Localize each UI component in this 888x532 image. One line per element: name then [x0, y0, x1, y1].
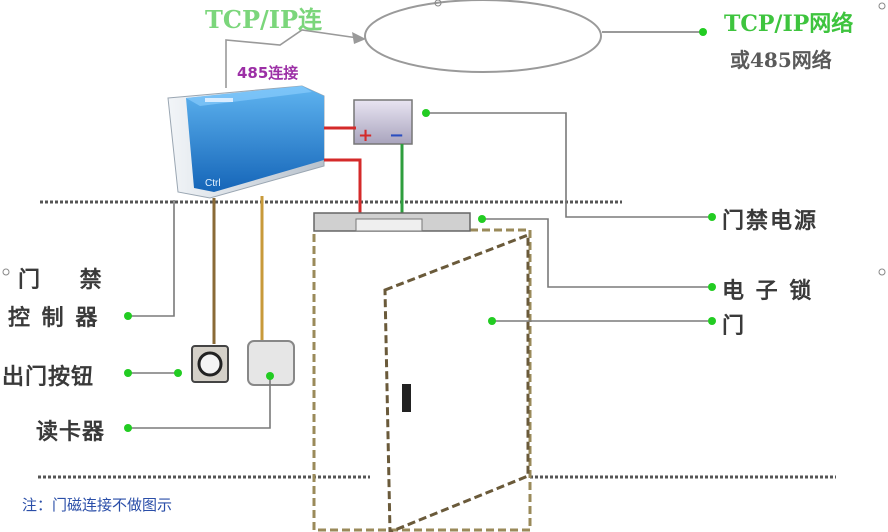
electronic-lock-label: 电 子 锁 [722, 279, 814, 304]
electronic-lock-bar [313, 212, 471, 232]
network-cloud [364, 0, 602, 73]
dot-exit-button [174, 369, 182, 377]
power-supply-box: + − [353, 99, 413, 146]
door-label: 门 [722, 314, 747, 339]
positive-terminal: + [358, 125, 373, 146]
tcpip-link-arrow [225, 29, 359, 88]
door-sensor-note: 注：门磁连接不做图示 [22, 496, 173, 514]
controller-label-line2: 控 制 器 [8, 306, 100, 331]
negative-terminal: − [389, 125, 404, 146]
dot-card-reader-label [124, 424, 132, 432]
rs485-connection-label: 485连接 [237, 64, 299, 82]
ring-marker-icon [878, 2, 886, 10]
leader-card-reader [130, 376, 271, 429]
dot-door [488, 317, 496, 325]
leader-power-supply [426, 112, 708, 218]
dot-lock-label [708, 283, 716, 291]
dot-power-supply [422, 109, 430, 117]
power-supply-label: 门禁电源 [722, 209, 819, 234]
arrow-head-icon [352, 32, 366, 44]
dot-controller [124, 312, 132, 320]
network-right-sublabel: 或485网络 [730, 48, 832, 72]
dot-card-reader [266, 372, 274, 380]
controller-brand: Ctrl [205, 178, 221, 189]
card-reader-label: 读卡器 [36, 420, 106, 445]
ring-marker-icon [2, 268, 10, 276]
lock-wire-red [324, 158, 362, 213]
door-leaf [383, 232, 530, 532]
controller-label-line1: 门 禁 [18, 268, 118, 293]
dot-exit-button-left [124, 369, 132, 377]
tcpip-top-label: TCP/IP连 [205, 5, 323, 34]
dot-lock [478, 215, 486, 223]
exit-button-device [191, 345, 229, 383]
leader-controller [130, 200, 175, 317]
dot-door-label [708, 317, 716, 325]
access-controller: Ctrl [167, 85, 325, 199]
exit-button-label: 出门按钮 [2, 365, 95, 390]
ring-marker-icon [878, 268, 886, 276]
door-handle-icon [402, 384, 411, 412]
network-right-label: TCP/IP网络 [724, 11, 854, 37]
ring-marker-icon [434, 0, 442, 7]
card-reader-device [247, 340, 295, 386]
leader-lock [482, 218, 708, 288]
dot-power-supply-label [708, 213, 716, 221]
network-dot [699, 28, 707, 36]
